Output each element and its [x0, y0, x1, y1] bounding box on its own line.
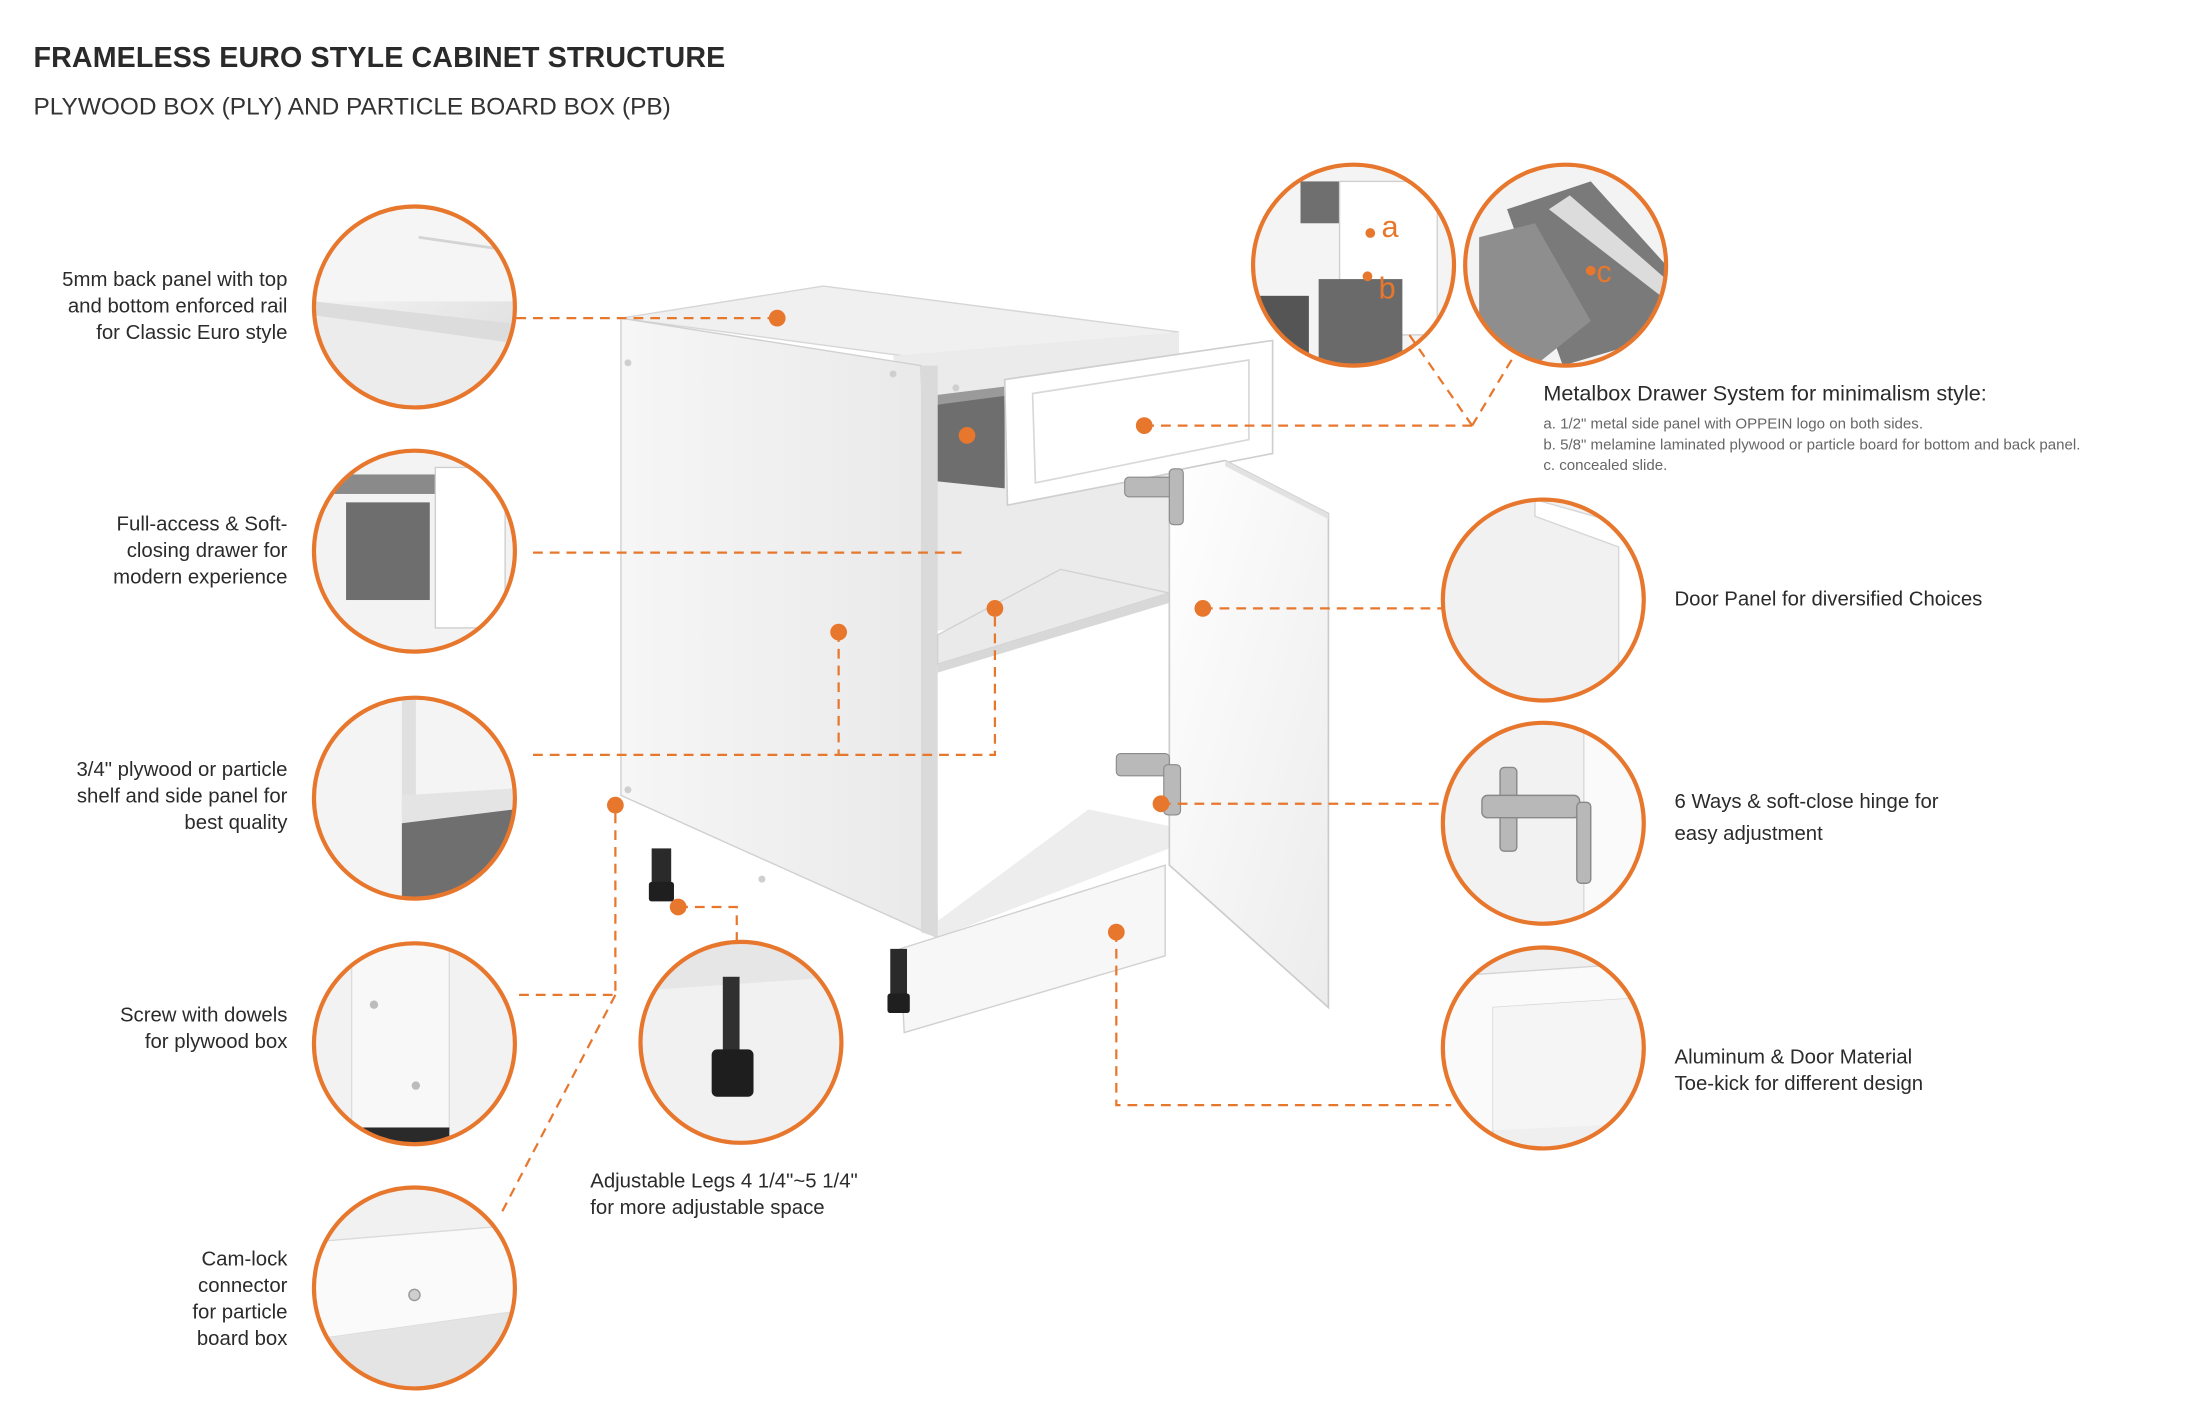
page-title: FRAMELESS EURO STYLE CABINET STRUCTURE [33, 41, 726, 74]
label-shelf: 3/4" plywood or particle shelf and side … [76, 759, 288, 835]
drawer-detail-circle [311, 448, 517, 654]
metalbox-item-c: c. concealed slide. [1543, 457, 1668, 475]
callout-dots [606, 228, 1596, 941]
marker-b: b [1379, 271, 1396, 306]
metalbox-item-b: b. 5/8" melamine laminated plywood or pa… [1543, 436, 2081, 454]
door-detail-circle [1440, 497, 1646, 703]
label-drawer: Full-access & Soft- closing drawer for m… [113, 513, 288, 589]
metalbox-item-a: a. 1/2" metal side panel with OPPEIN log… [1543, 415, 1924, 433]
metalbox-slide-circle [1463, 162, 1669, 368]
metalbox-side-circle [1250, 162, 1457, 368]
page-subtitle: PLYWOOD BOX (PLY) AND PARTICLE BOARD BOX… [33, 92, 671, 121]
label-screw: Screw with dowels for plywood box [119, 1004, 288, 1054]
legs-detail-circle [638, 939, 844, 1145]
marker-a: a [1381, 209, 1399, 244]
leader-lines [501, 317, 1515, 1212]
shelf-detail-circle [311, 695, 517, 901]
label-camlock: Cam-lock connector for particle board bo… [192, 1248, 288, 1351]
label-toekick: Aluminum & Door Material Toe-kick for di… [1674, 1046, 1924, 1096]
camlock-detail-circle [311, 1185, 517, 1391]
hinge-detail-circle [1440, 720, 1646, 926]
cabinet-body [620, 285, 1330, 1034]
screw-detail-circle [311, 941, 517, 1147]
label-hinge: 6 Ways & soft-close hinge for easy adjus… [1674, 791, 1939, 846]
marker-c: c [1596, 254, 1611, 289]
label-back-panel: 5mm back panel with top and bottom enfor… [62, 269, 288, 345]
back-panel-detail-circle [311, 204, 517, 410]
label-door: Door Panel for diversified Choices [1674, 588, 1983, 612]
label-legs: Adjustable Legs 4 1/4"~5 1/4" for more a… [590, 1170, 858, 1220]
metalbox-heading: Metalbox Drawer System for minimalism st… [1543, 382, 1987, 407]
toekick-detail-circle [1440, 945, 1646, 1151]
